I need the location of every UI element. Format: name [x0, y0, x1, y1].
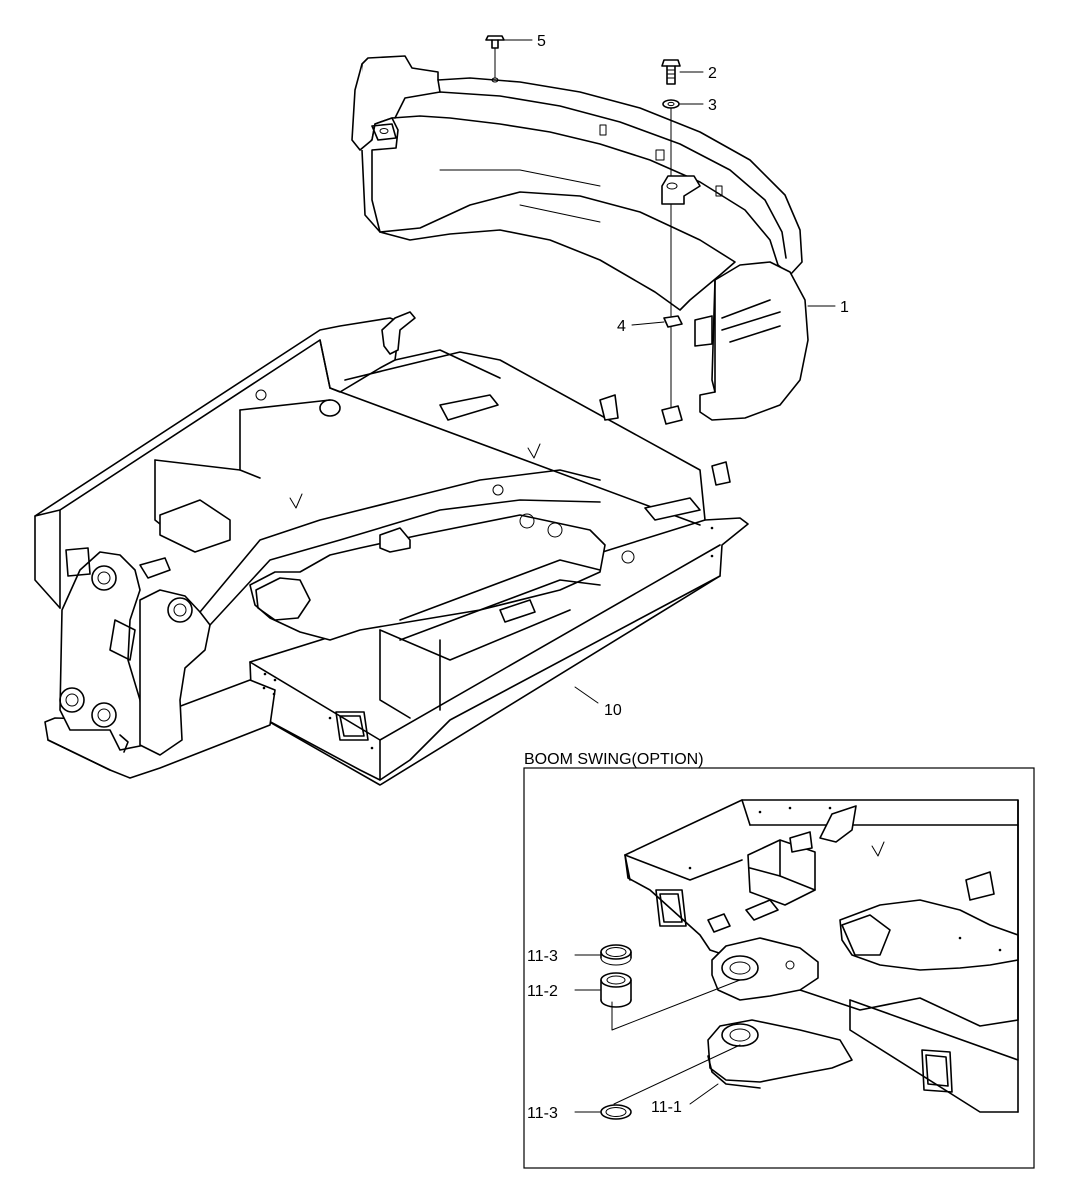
detail-box-border — [523, 767, 1035, 1169]
fastener-bolt-2 — [661, 59, 681, 85]
assembly-center-lines — [661, 107, 683, 425]
ring-11-3-upper — [600, 944, 632, 966]
bush-11-2 — [600, 972, 632, 1008]
callout-4: 4 — [617, 318, 626, 335]
boom-swing-detail-drawing — [624, 799, 1019, 1113]
callout-leaders — [499, 39, 836, 704]
callout-11-2: 11-2 — [527, 983, 558, 1000]
callout-3: 3 — [708, 97, 717, 114]
callout-5: 5 — [537, 33, 546, 50]
nut-plate-4 — [663, 315, 683, 328]
callout-10: 10 — [604, 702, 622, 719]
callout-1: 1 — [840, 299, 849, 316]
callout-2: 2 — [708, 65, 717, 82]
counterweight-part-1 — [351, 55, 809, 421]
fastener-bolt-5 — [485, 35, 505, 79]
washer-3 — [662, 99, 680, 109]
callout-11-1: 11-1 — [651, 1099, 682, 1116]
ring-11-3-lower — [600, 1104, 632, 1120]
detail-callout-leaders — [574, 954, 741, 1113]
callout-11-3-lower: 11-3 — [527, 1105, 558, 1122]
callout-11-3-upper: 11-3 — [527, 948, 558, 965]
detail-box-title: BOOM SWING(OPTION) — [524, 751, 704, 768]
upper-frame-part-10 — [34, 311, 749, 786]
